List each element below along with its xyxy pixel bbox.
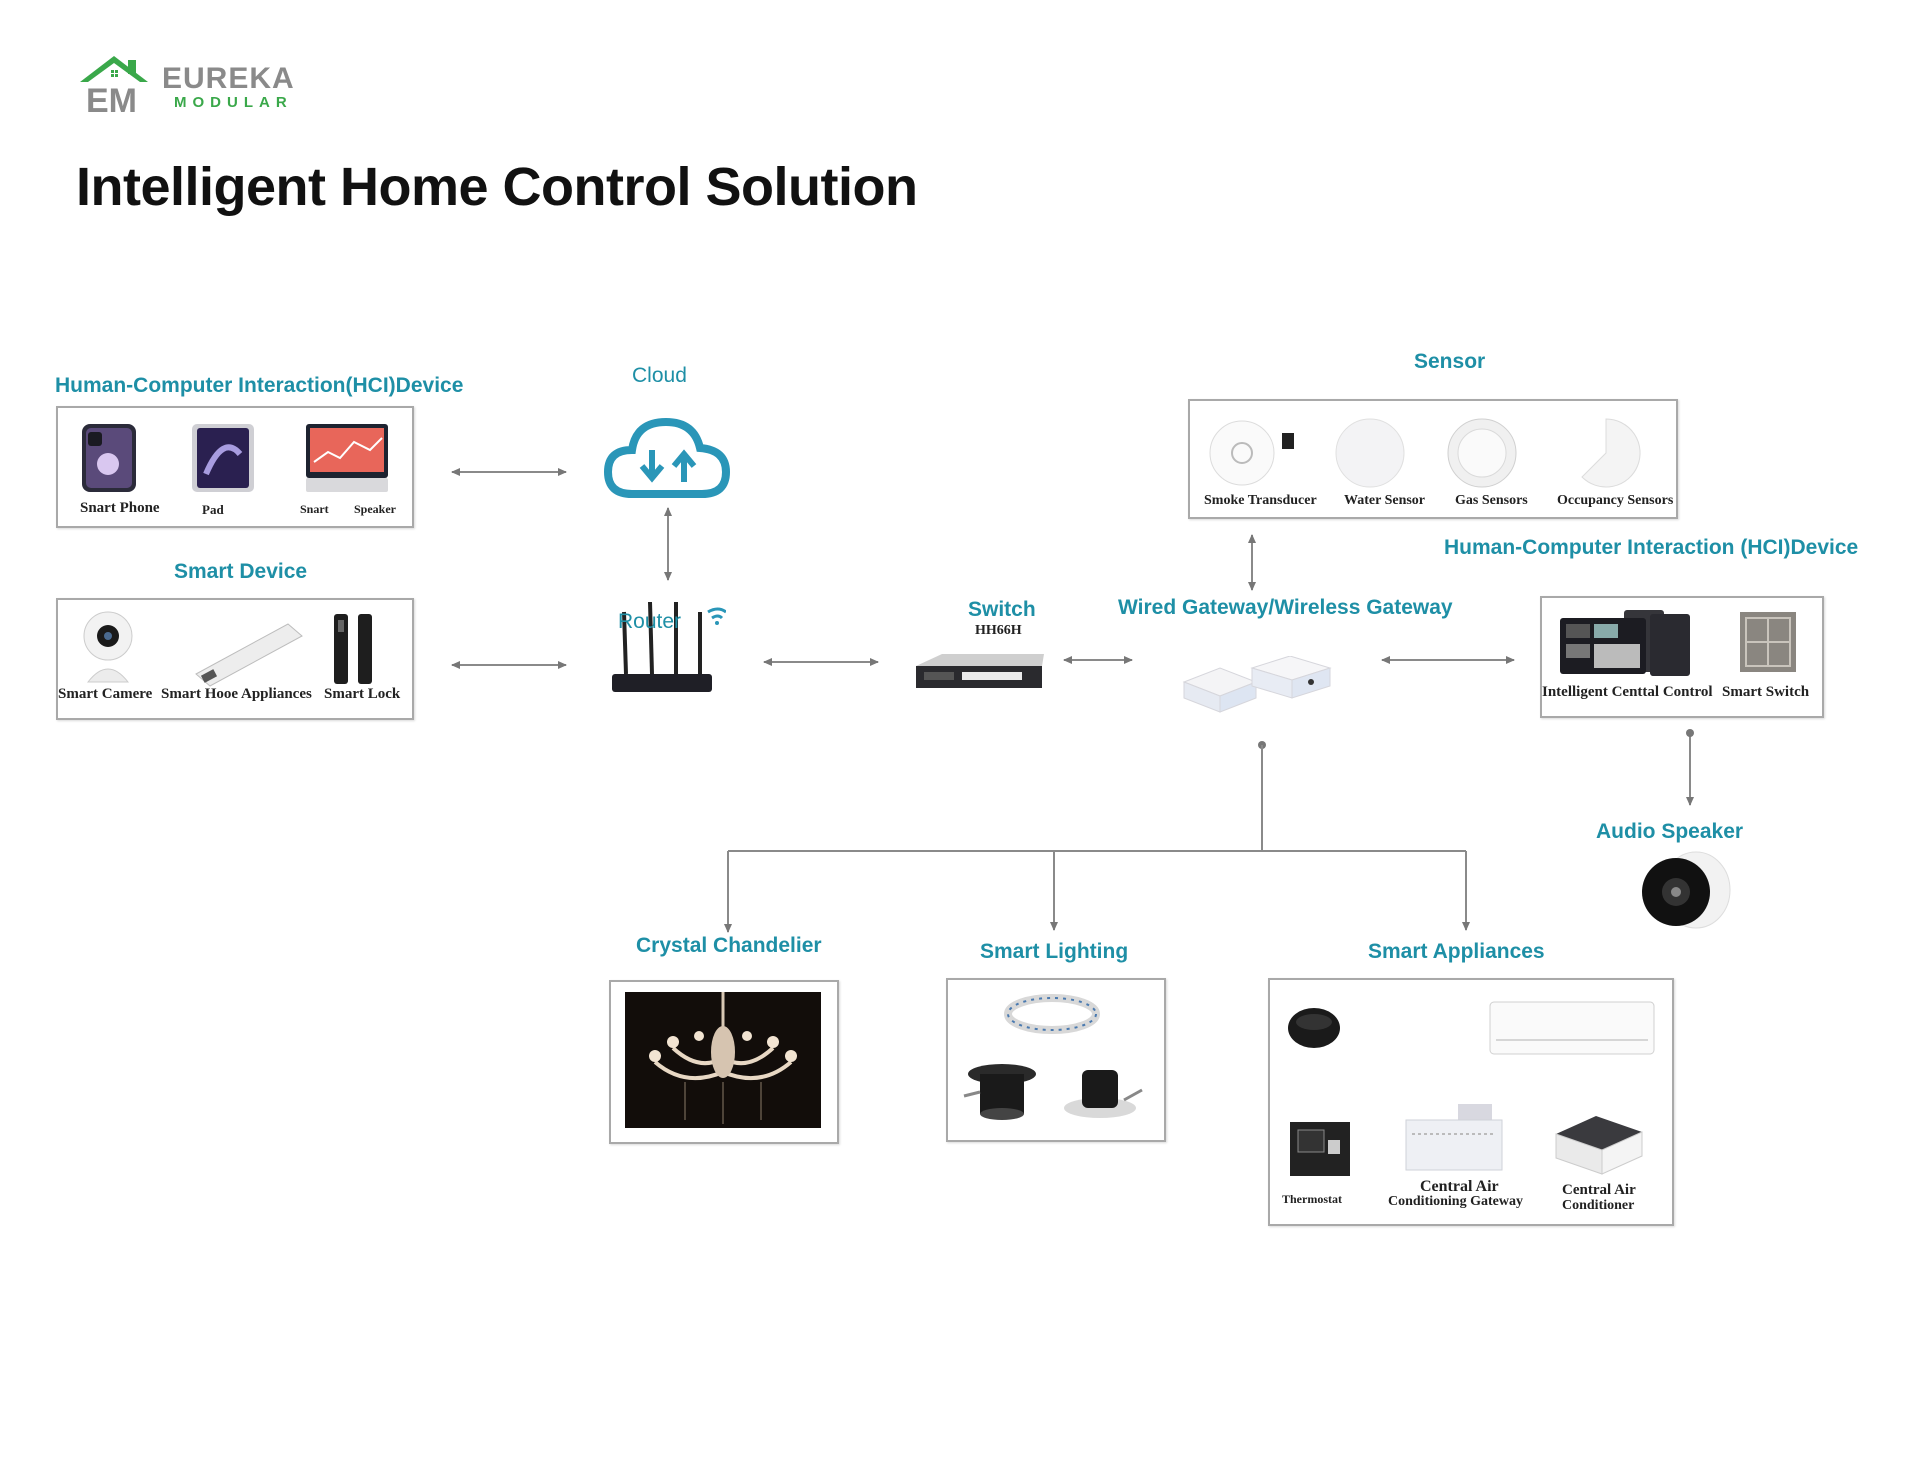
cloud-icon: [604, 417, 730, 498]
item-central-air-2: Central Air: [1562, 1182, 1636, 1198]
cassette-ac-icon: [1555, 1116, 1643, 1175]
item-speaker: Speaker: [354, 502, 396, 516]
chandelier-title: Crystal Chandelier: [636, 934, 822, 957]
gateway-icon: [1182, 656, 1332, 713]
network-switch-icon: [916, 654, 1044, 688]
item-control: Intelligent Centtal Control: [1542, 684, 1713, 700]
ac-gateway-icon: [1405, 1104, 1503, 1171]
hci-right-title: Human-Computer Interaction (HCI)Device: [1444, 536, 1859, 559]
lock-icon: [334, 614, 372, 684]
hci-left-title: Human-Computer Interaction(HCI)Device: [55, 374, 464, 397]
thermostat-icon: [1290, 1122, 1350, 1176]
audio-title: Audio Speaker: [1596, 820, 1744, 843]
brand-sub: MODULAR: [174, 94, 293, 111]
item-water: Water Sensor: [1344, 493, 1426, 508]
svg-text:EM: EM: [86, 82, 137, 114]
cloud-title: Cloud: [632, 364, 687, 387]
smart-device-box: Smart Camere Smart Hooe Appliances Smart…: [56, 598, 414, 720]
item-camera: Smart Camere: [58, 686, 153, 702]
router-title: Router: [618, 610, 682, 633]
sensor-title: Sensor: [1414, 350, 1486, 373]
item-snart: Snart: [300, 502, 329, 516]
smart-speaker-display-icon: [306, 424, 388, 492]
camera-icon: [83, 611, 133, 683]
item-smoke: Smoke Transducer: [1204, 493, 1317, 508]
tablet-icon: [192, 424, 254, 492]
item-pad: Pad: [202, 502, 224, 517]
ir-remote-icon: [1288, 1008, 1340, 1048]
switch-title: Switch: [968, 598, 1036, 621]
item-appliances: Smart Hooe Appliances: [161, 686, 312, 702]
brand-name: EUREKA: [162, 62, 295, 95]
led-strip-icon: [1004, 994, 1100, 1034]
house-logo-icon: EM: [80, 56, 148, 114]
item-switch: Smart Switch: [1722, 684, 1810, 700]
control-panel-icon: [1560, 610, 1690, 676]
gateway-title: Wired Gateway/Wireless Gateway: [1118, 596, 1453, 619]
brand-logo: EM EUREKA MODULAR: [78, 52, 338, 114]
item-thermostat: Thermostat: [1282, 1192, 1342, 1206]
spotlight-icon: [1064, 1070, 1143, 1118]
downlight-icon: [963, 1064, 1036, 1120]
sensor-box: Smoke Transducer Water Sensor Gas Sensor…: [1188, 399, 1678, 519]
appliance-bar-icon: [195, 623, 303, 687]
item-ac-gateway: Conditioning Gateway: [1388, 1194, 1523, 1209]
smoke-sensor-icon: [1209, 420, 1294, 486]
chandelier-box: [609, 980, 839, 1144]
hci-right-box: Intelligent Centtal Control Smart Switch: [1540, 596, 1824, 718]
gas-sensor-icon: [1447, 418, 1517, 488]
item-phone: Snart Phone: [80, 500, 160, 516]
item-lock: Smart Lock: [324, 686, 401, 702]
chandelier-icon: [625, 992, 821, 1128]
air-conditioner-icon: [1489, 1001, 1655, 1055]
smart-device-title: Smart Device: [174, 560, 308, 583]
hci-left-box: Snart Phone Pad Snart Speaker: [56, 406, 414, 528]
audio-speaker-icon: [1642, 851, 1731, 929]
item-gas: Gas Sensors: [1455, 493, 1528, 508]
router-icon: [612, 602, 726, 692]
switch-model: HH66H: [975, 623, 1022, 638]
page-title: Intelligent Home Control Solution: [76, 157, 918, 217]
smart-switch-icon: [1740, 612, 1796, 672]
phone-icon: [82, 424, 136, 492]
appliances-box: Thermostat Central Air Conditioning Gate…: [1268, 978, 1674, 1226]
item-occupancy: Occupancy Sensors: [1557, 493, 1674, 508]
lighting-title: Smart Lighting: [980, 940, 1129, 963]
appliances-title: Smart Appliances: [1368, 940, 1545, 963]
water-sensor-icon: [1335, 418, 1405, 488]
occupancy-sensor-icon: [1581, 418, 1641, 488]
item-ac: Conditioner: [1562, 1198, 1635, 1213]
item-central-air-1: Central Air: [1420, 1178, 1499, 1195]
lighting-box: [946, 978, 1166, 1142]
